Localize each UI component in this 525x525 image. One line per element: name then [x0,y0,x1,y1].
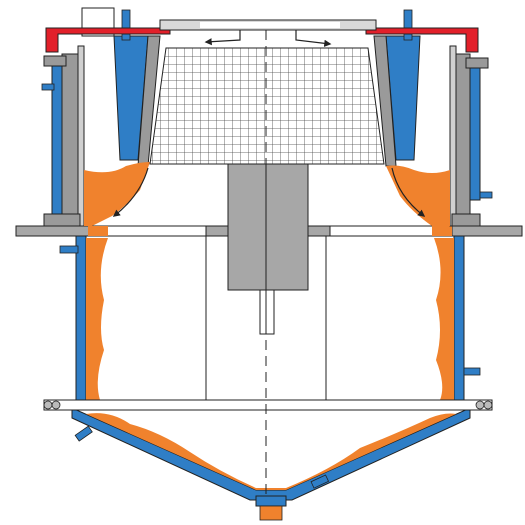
product-upper-left [84,162,150,226]
housing-wall-left [61,53,79,227]
lower-vessel [43,235,493,521]
bolt-right-2 [483,400,493,410]
upper-housing-left [41,7,161,227]
upper-housing-right [373,9,493,227]
plate-product-right [432,226,452,236]
product-upper-right [386,165,450,226]
outer-jacket-right [469,59,481,201]
discharge-outlet [255,495,287,507]
arrow-right-icon [295,30,332,47]
drive-shaft [259,289,275,335]
flange-step-left [43,55,67,67]
product-layer-left [86,238,108,400]
arrow-left-icon [204,30,241,46]
nozzle-left-top [41,83,55,91]
nozzle-cone-left [74,425,93,442]
arrow-down-left-icon [112,167,149,217]
nozzle-left-upper [59,245,79,254]
housing-wall-right [455,53,471,227]
bolt-left [43,400,53,410]
arrow-down-right-icon [391,167,426,217]
housing-liner-left [77,45,85,227]
feed-pipe-right [403,9,413,41]
cone-jacket [71,407,471,501]
feed-pipe-left [121,9,131,41]
base-foot-right [451,213,481,227]
left-jacket-wall [75,235,87,409]
discharge-product [259,505,283,521]
bottom-flange [43,399,493,411]
flange-step-right [465,57,489,69]
bolt-right [475,400,485,410]
nozzle-right-lower [463,367,481,376]
filter-basket-mesh [149,47,385,165]
nozzle-right-top [479,191,493,199]
lid [45,19,479,53]
bolt-left-2 [51,400,61,410]
lid-opening [200,22,340,28]
motor-block [227,163,309,291]
product-layer-right [434,238,454,400]
housing-liner-right [449,45,457,227]
plate-product-left [88,226,108,236]
nozzle-cone-right [310,474,330,489]
product-cone [86,413,456,490]
flow-arrows [112,30,426,217]
drive-assembly [227,163,309,335]
plate-opening-left [91,225,207,237]
right-jacket-wall [453,235,465,409]
base-foot-left [43,213,81,227]
